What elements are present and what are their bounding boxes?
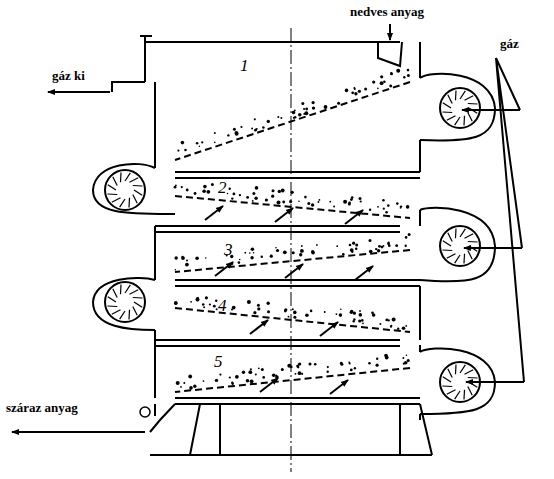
flow-label: száraz anyag (6, 400, 78, 416)
flow-label: gáz ki (52, 68, 85, 84)
callout-number: 1 (240, 56, 249, 76)
callout-number: 5 (214, 352, 223, 372)
callout-number: 3 (224, 240, 233, 260)
callout-number: 2 (218, 178, 227, 198)
flow-label: nedves anyag (350, 4, 424, 20)
flow-label: gáz (500, 36, 519, 52)
callout-number: 4 (218, 296, 227, 316)
